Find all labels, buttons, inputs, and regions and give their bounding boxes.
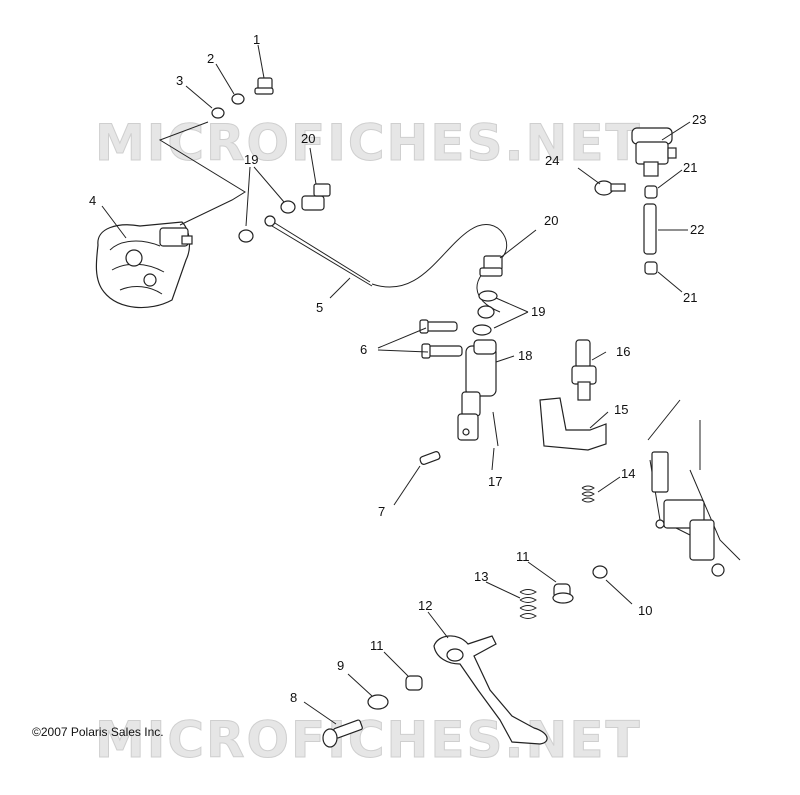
- callout-4: 4: [89, 193, 96, 208]
- callout-13: 13: [474, 569, 488, 584]
- sealing-washer-19b: [280, 200, 296, 214]
- callout-16: 16: [616, 344, 630, 359]
- sealing-washer-19a: [238, 229, 254, 243]
- callouts: 1 2 3 4 5 6 7 8 9 10 11 11 12 13 14 15 1…: [89, 32, 706, 705]
- brake-line: [264, 215, 508, 313]
- callout-1: 1: [253, 32, 260, 47]
- callout-22: 22: [690, 222, 704, 237]
- brake-switch-16: [571, 339, 597, 401]
- sealing-washer-19c: [478, 290, 498, 302]
- banjo-bolt-20b: [479, 255, 503, 277]
- callout-7: 7: [378, 504, 385, 519]
- callout-21a: 21: [683, 160, 697, 175]
- callout-20b: 20: [544, 213, 558, 228]
- callout-21b: 21: [683, 290, 697, 305]
- bolts-6: [419, 319, 463, 359]
- washer-3: [211, 107, 225, 119]
- reservoir-23: [631, 127, 677, 177]
- bolt-1: [254, 77, 274, 95]
- callout-23: 23: [692, 112, 706, 127]
- callout-10: 10: [638, 603, 652, 618]
- callout-20a: 20: [301, 131, 315, 146]
- callout-5: 5: [316, 300, 323, 315]
- callout-19a: 19: [244, 152, 258, 167]
- clamp-21b: [644, 261, 658, 275]
- brake-pedal-12: [433, 635, 548, 745]
- callout-9: 9: [337, 658, 344, 673]
- callout-17: 17: [488, 474, 502, 489]
- hose-22: [643, 203, 657, 255]
- callout-12: 12: [418, 598, 432, 613]
- leader-lines: [101, 44, 691, 725]
- bushing-11b: [405, 675, 423, 691]
- fitting-19: [477, 305, 495, 319]
- callout-14: 14: [621, 466, 635, 481]
- cotter-pin-17: [492, 411, 499, 447]
- callout-19b: 19: [531, 304, 545, 319]
- clamp-21a: [644, 185, 658, 199]
- callout-11b: 11: [370, 638, 384, 653]
- callout-15: 15: [614, 402, 628, 417]
- screw-24: [594, 180, 626, 196]
- callout-3: 3: [176, 73, 183, 88]
- master-cylinder: [457, 339, 497, 441]
- bushing-11a: [552, 583, 574, 604]
- frame-section: [647, 399, 741, 577]
- bracket-15: [539, 397, 607, 451]
- sealing-washer-19d: [472, 324, 492, 336]
- washer-9: [367, 694, 389, 710]
- bolt-8: [322, 719, 363, 748]
- callout-24: 24: [545, 153, 559, 168]
- callout-2: 2: [207, 51, 214, 66]
- washer-2: [231, 93, 245, 105]
- spring-14: [581, 485, 595, 503]
- watermark-top: MICROFICHES.NET: [95, 114, 642, 172]
- washer-10: [592, 565, 608, 579]
- callout-11a: 11: [516, 549, 530, 564]
- copyright-text: ©2007 Polaris Sales Inc.: [32, 725, 164, 739]
- callout-18: 18: [518, 348, 532, 363]
- callout-6: 6: [360, 342, 367, 357]
- brake-caliper: [95, 221, 193, 309]
- banjo-bolt-20a: [301, 183, 331, 211]
- watermark-bottom: MICROFICHES.NET: [95, 711, 642, 769]
- spring-13: [519, 589, 537, 619]
- callout-8: 8: [290, 690, 297, 705]
- clevis-pin-7: [419, 451, 441, 465]
